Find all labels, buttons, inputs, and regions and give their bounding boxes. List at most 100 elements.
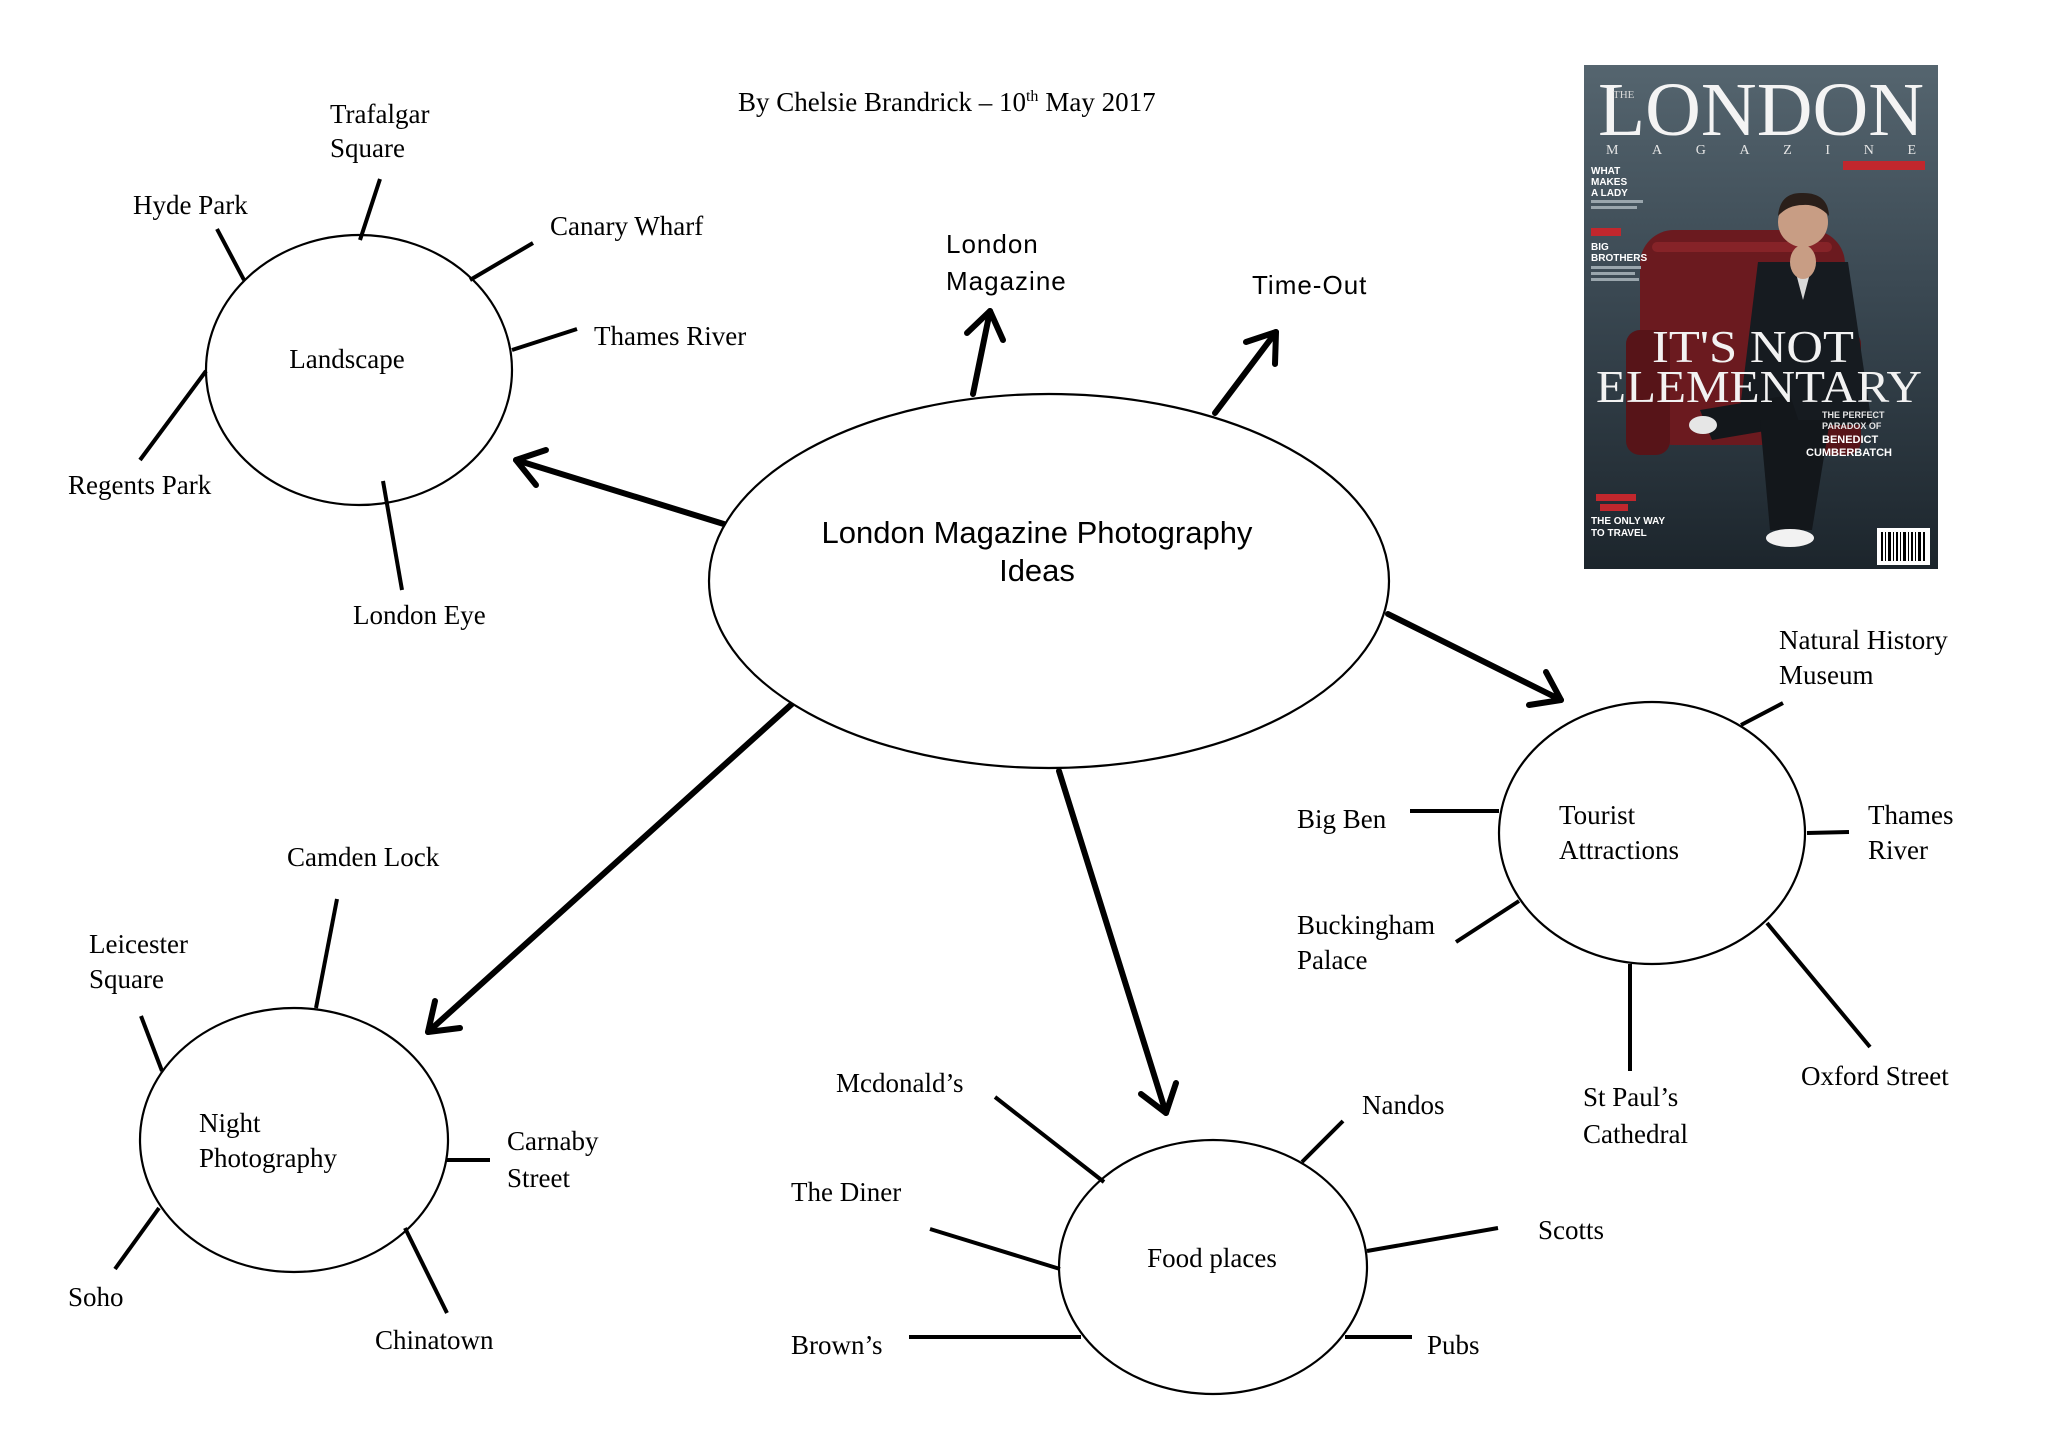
arrow-to-time-out [1215, 332, 1276, 413]
spoke-oxford-street [1767, 923, 1870, 1047]
scotts-label: Scotts [1538, 1215, 1604, 1245]
spoke-soho [115, 1208, 159, 1269]
pubs-label: Pubs [1427, 1330, 1480, 1360]
spoke-nandos [1302, 1121, 1343, 1162]
cover-red-tag [1843, 161, 1925, 170]
buckingham-palace-label-line-2: Palace [1297, 945, 1367, 975]
barcode-bar [1915, 532, 1916, 561]
spoke-natural-history-museum [1741, 703, 1783, 725]
spoke-scotts [1367, 1228, 1498, 1251]
arrow-shaft [428, 703, 793, 1032]
central-topic: London Magazine Photography Ideas [709, 394, 1389, 768]
spoke-buckingham-palace [1456, 901, 1519, 942]
cover-coverline-2-line-1: BIG [1591, 242, 1609, 253]
spoke-chinatown [405, 1228, 447, 1313]
cover-small-print [1591, 200, 1643, 203]
natural-history-museum-label-line-1: Natural History [1779, 625, 1948, 655]
arrow-to-landscape [516, 450, 727, 525]
tourist-attractions-label-line-1: Tourist [1559, 800, 1636, 830]
barcode-bar [1900, 532, 1901, 561]
cover-strapline-line-2: PARADOX OF [1822, 421, 1882, 431]
chinatown-label: Chinatown [375, 1325, 494, 1355]
leicester-square-label-line-2: Square [89, 964, 164, 994]
mcdonalds-label: Mcdonald’s [836, 1068, 964, 1098]
landscape-label: Landscape [289, 344, 404, 374]
spoke-mcdonalds [995, 1097, 1104, 1182]
tourist-attractions-bubble [1499, 702, 1805, 964]
browns-label: Brown’s [791, 1330, 883, 1360]
cover-coverline-3-line-2: TO TRAVEL [1591, 528, 1647, 539]
oxford-street-label: Oxford Street [1801, 1061, 1949, 1091]
hyde-park-label: Hyde Park [133, 190, 248, 220]
trafalgar-square-label-line-1: Trafalgar [330, 99, 429, 129]
carnaby-street-label-line-1: Carnaby [507, 1126, 599, 1156]
london-magazine-label-line-1: London [946, 229, 1039, 259]
regents-park-label: Regents Park [68, 470, 212, 500]
cover-person-hands [1790, 245, 1816, 279]
thames-river-label-line-2: River [1868, 835, 1928, 865]
cover-coverline-1-line-2: MAKES [1591, 177, 1627, 188]
london-magazine-label-line-2: Magazine [946, 266, 1067, 296]
tourist-attractions-cluster: Tourist Attractions Natural History Muse… [1297, 625, 1953, 1149]
spoke-thames-river [512, 329, 577, 350]
soho-label: Soho [68, 1282, 124, 1312]
cover-strapline-line-1: THE PERFECT [1822, 410, 1885, 420]
buckingham-palace-label-line-1: Buckingham [1297, 910, 1435, 940]
cover-star-line-1: BENEDICT [1822, 434, 1879, 446]
tourist-attractions-label-line-2: Attractions [1559, 835, 1679, 865]
cover-small-print [1591, 278, 1639, 281]
cover-coverline-1-line-3: A LADY [1591, 188, 1628, 199]
cover-masthead-prefix: THE [1613, 89, 1635, 101]
central-topic-line-2: Ideas [999, 553, 1075, 588]
big-ben-label: Big Ben [1297, 804, 1387, 834]
cover-small-print [1591, 272, 1635, 275]
food-places-cluster: Food places Mcdonald’s Nandos The Diner … [791, 1068, 1604, 1394]
spoke-thames-river [1807, 832, 1849, 833]
thames-river-label: Thames River [594, 321, 746, 351]
spoke-canary-wharf [470, 243, 533, 280]
natural-history-museum-label-line-2: Museum [1779, 660, 1874, 690]
london-eye-label: London Eye [353, 600, 486, 630]
barcode-bar [1903, 532, 1906, 561]
byline-superscript: th [1026, 88, 1038, 105]
cover-headline-line-2: ELEMENTARY [1596, 361, 1922, 412]
byline-date: May 2017 [1045, 87, 1155, 117]
landscape-cluster: Landscape Hyde Park Trafalgar Square Can… [68, 99, 746, 630]
food-places-label: Food places [1147, 1243, 1277, 1273]
cover-small-print [1591, 206, 1637, 209]
st-pauls-cathedral-label-line-1: St Paul’s [1583, 1082, 1678, 1112]
central-topic-line-1: London Magazine Photography [822, 515, 1253, 550]
byline: By Chelsie Brandrick – 10th May 2017 [738, 87, 1156, 117]
time-out-label: Time-Out [1252, 270, 1367, 300]
barcode-bar [1881, 532, 1883, 561]
byline-text: By Chelsie Brandrick – 10 [738, 87, 1026, 117]
cover-coverline-2-line-2: BROTHERS [1591, 253, 1647, 264]
arrow-shaft [1388, 614, 1561, 700]
night-photography-cluster: Night Photography Camden Lock Leicester … [68, 842, 599, 1355]
canary-wharf-label: Canary Wharf [550, 211, 703, 241]
spoke-regents-park [140, 371, 206, 460]
barcode-bar [1885, 532, 1886, 561]
cover-person-left-shoe [1689, 416, 1717, 434]
barcode-bar [1888, 532, 1891, 561]
night-photography-label-line-1: Night [199, 1108, 261, 1138]
cover-star-line-2: CUMBERBATCH [1806, 447, 1892, 459]
spoke-hyde-park [217, 229, 244, 280]
night-photography-label-line-2: Photography [199, 1143, 337, 1173]
arrow-shaft [1059, 771, 1166, 1113]
cover-red-label [1591, 228, 1621, 236]
cover-red-accent [1600, 504, 1628, 511]
carnaby-street-label-line-2: Street [507, 1163, 570, 1193]
arrow-to-london-magazine [967, 311, 1003, 394]
nandos-label: Nandos [1362, 1090, 1445, 1120]
arrow-to-food-places [1059, 771, 1176, 1113]
cover-small-print [1591, 266, 1641, 269]
arrow-to-tourist-attractions [1388, 614, 1561, 705]
barcode-bar [1908, 532, 1909, 561]
cover-coverline-1-line-1: WHAT [1591, 166, 1620, 177]
cover-barcode [1877, 528, 1930, 565]
barcode-bar [1911, 532, 1913, 561]
trafalgar-square-label-line-2: Square [330, 133, 405, 163]
the-diner-label: The Diner [791, 1177, 901, 1207]
